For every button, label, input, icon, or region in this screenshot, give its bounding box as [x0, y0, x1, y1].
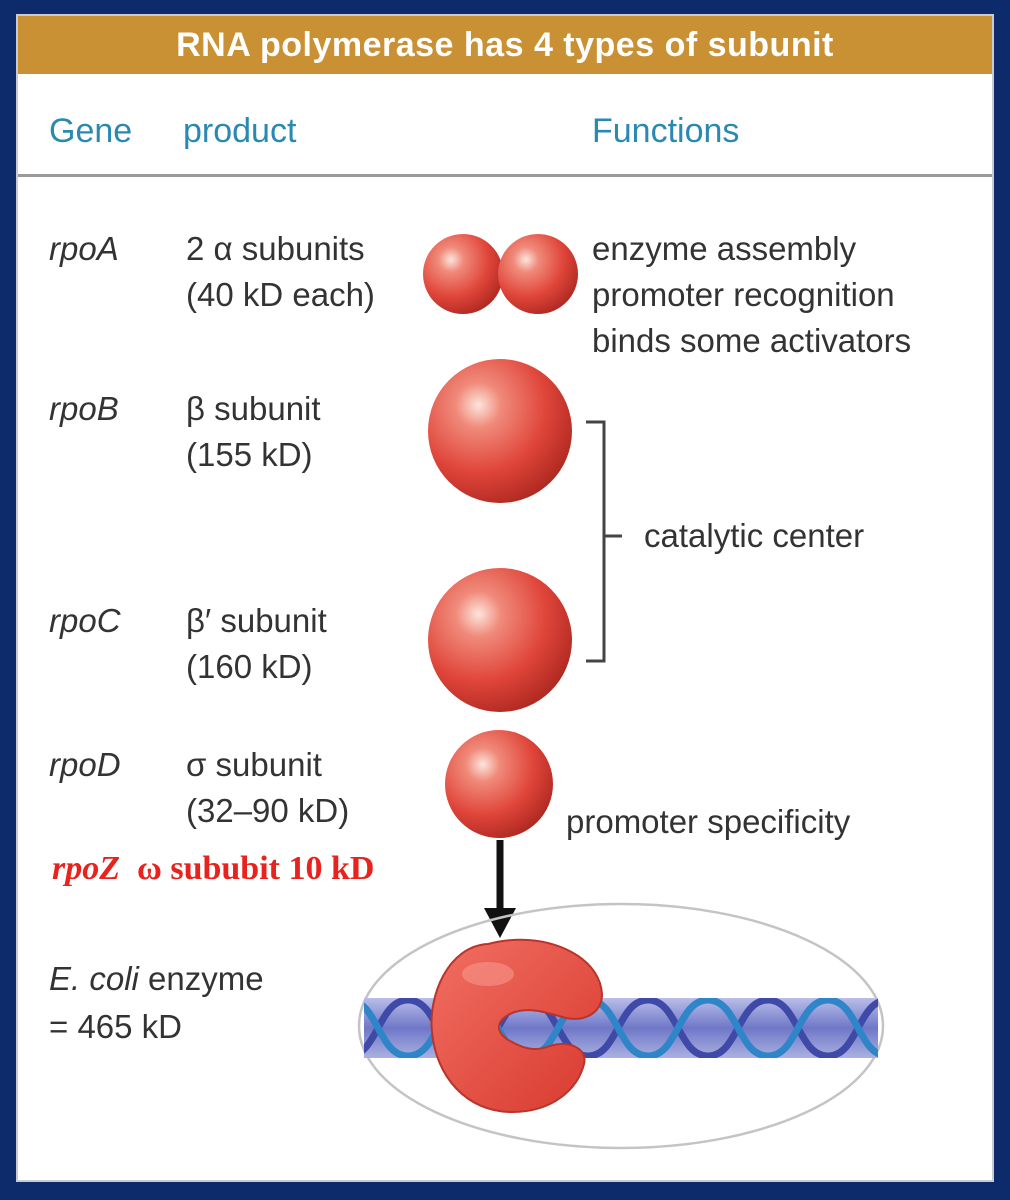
gene-rpoA: rpoA	[49, 230, 119, 267]
gene-rpoD: rpoD	[49, 746, 121, 783]
function-rpoA-3: binds some activators	[592, 322, 912, 359]
gene-rpoZ: rpoZ	[52, 850, 120, 887]
function-rpoA-2: promoter recognition	[592, 276, 895, 313]
function-rpoD: promoter specificity	[566, 803, 851, 840]
product-rpoC-line2: (160 kD)	[186, 648, 313, 685]
enzyme-word: enzyme	[138, 960, 264, 997]
product-rpoZ: ω sububit 10 kD	[137, 850, 375, 887]
diagram-artwork	[357, 234, 885, 1150]
product-rpoA-line2: (40 kD each)	[186, 276, 375, 313]
product-rpoC-line1: β′ subunit	[186, 602, 327, 639]
gene-rpoB: rpoB	[49, 390, 119, 427]
c-shape-highlight	[462, 962, 514, 986]
enzyme-outline-ellipse	[357, 902, 885, 1150]
title-bar: RNA polymerase has 4 types of subunit	[18, 16, 992, 74]
alpha-subunit-sphere-2	[498, 234, 578, 314]
header-product: product	[183, 112, 297, 150]
header-divider	[18, 174, 992, 177]
rpoZ-row: rpoZ ω sububit 10 kD	[52, 850, 374, 888]
enzyme-name: E. coli enzyme	[49, 956, 264, 1002]
catalytic-center-bracket	[586, 420, 622, 663]
product-rpoD-line1: σ subunit	[186, 746, 322, 783]
beta-subunit-sphere	[428, 359, 572, 503]
figure-title: RNA polymerase has 4 types of subunit	[176, 25, 834, 64]
header-functions: Functions	[592, 112, 740, 150]
gene-rpoC: rpoC	[49, 602, 121, 639]
product-rpoA-line1: 2 α subunits	[186, 230, 365, 267]
header-gene: Gene	[49, 112, 133, 150]
product-rpoB-line1: β subunit	[186, 390, 321, 427]
alpha-subunit-sphere-1	[423, 234, 503, 314]
dna-double-helix	[364, 998, 878, 1058]
assembly-arrow-head	[484, 908, 516, 938]
function-rpoA-1: enzyme assembly	[592, 230, 857, 267]
beta-prime-subunit-sphere	[428, 568, 572, 712]
product-rpoD-line2: (32–90 kD)	[186, 792, 350, 829]
sigma-subunit-sphere	[445, 730, 553, 838]
product-rpoB-line2: (155 kD)	[186, 436, 313, 473]
figure-panel: RNA polymerase has 4 types of subunit Ge…	[16, 14, 994, 1182]
enzyme-species: E. coli	[49, 960, 139, 997]
catalytic-center-label: catalytic center	[644, 517, 865, 554]
enzyme-mass: = 465 kD	[49, 1008, 182, 1045]
